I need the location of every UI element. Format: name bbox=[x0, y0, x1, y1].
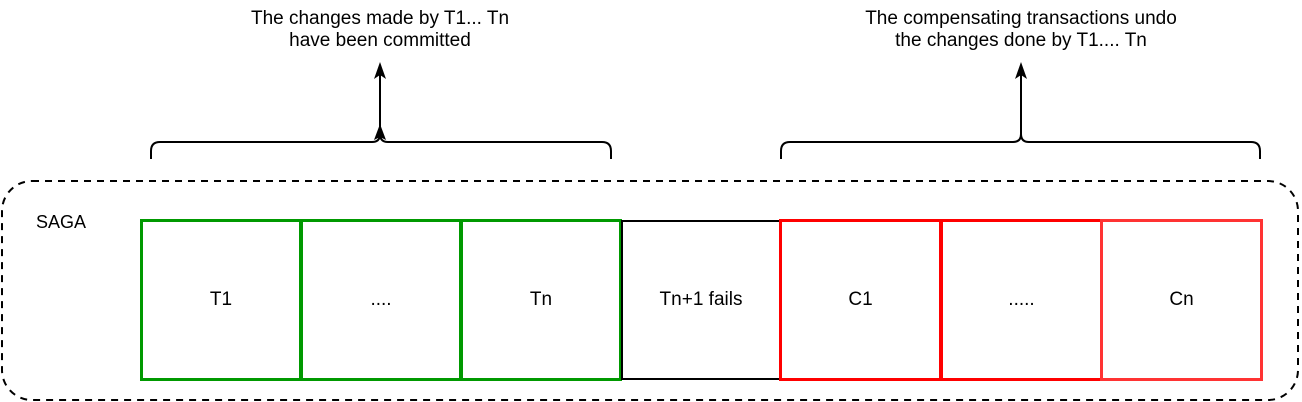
step-label: C1 bbox=[848, 289, 873, 310]
left-curly-brace bbox=[150, 133, 612, 159]
step-label: Tn+1 fails bbox=[659, 289, 743, 310]
step-c-ellipsis: ..... bbox=[940, 219, 1103, 381]
left-arrowhead-icon bbox=[374, 62, 386, 79]
step-label: .... bbox=[370, 289, 392, 310]
step-label: T1 bbox=[209, 289, 233, 310]
step-label: Cn bbox=[1169, 289, 1194, 310]
saga-label: SAGA bbox=[36, 212, 87, 232]
compensation-annotation-line1: The compensating transactions undo bbox=[865, 8, 1177, 29]
step-t-ellipsis: .... bbox=[300, 219, 462, 381]
committed-annotation-line2: have been committed bbox=[289, 30, 471, 51]
step-tn1-fails: Tn+1 fails bbox=[621, 220, 781, 380]
step-label: ..... bbox=[1008, 289, 1035, 310]
step-cn: Cn bbox=[1100, 219, 1263, 381]
step-c1: C1 bbox=[779, 219, 942, 381]
committed-annotation-line1: The changes made by T1... Tn bbox=[250, 8, 510, 29]
compensation-annotation-line2: the changes done by T1.... Tn bbox=[895, 30, 1147, 51]
right-arrowhead-icon bbox=[1015, 62, 1027, 79]
step-label: Tn bbox=[529, 289, 553, 310]
right-curly-brace bbox=[780, 133, 1261, 159]
compensation-annotation: The compensating transactions undo the c… bbox=[781, 8, 1261, 52]
step-tn: Tn bbox=[460, 219, 622, 381]
committed-annotation: The changes made by T1... Tn have been c… bbox=[160, 8, 600, 52]
step-t1: T1 bbox=[140, 219, 302, 381]
left-arrow-tail-icon bbox=[374, 124, 386, 140]
saga-container bbox=[1, 180, 1299, 401]
